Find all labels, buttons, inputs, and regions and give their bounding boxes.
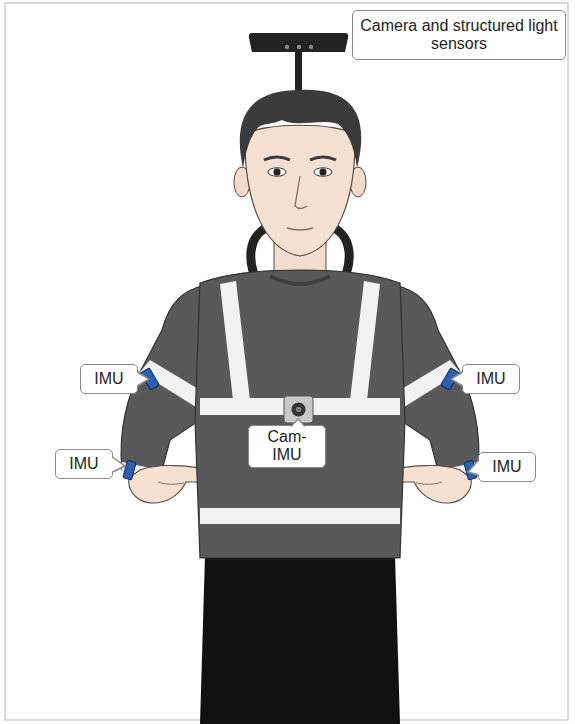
waist-strap bbox=[200, 508, 400, 524]
eye bbox=[314, 168, 332, 176]
imu-callout: IMU bbox=[55, 449, 113, 479]
imu-callout: IMU bbox=[80, 364, 138, 394]
sweater-torso bbox=[195, 270, 405, 558]
callout-pointer bbox=[138, 372, 150, 386]
chest-strap bbox=[350, 281, 380, 400]
callout-pointer bbox=[291, 419, 305, 427]
callout-pointer bbox=[451, 372, 463, 386]
sweater-neckline bbox=[270, 276, 330, 284]
callout-label: IMU bbox=[476, 370, 505, 388]
callout-label: IMU bbox=[492, 458, 521, 476]
pupil bbox=[273, 168, 280, 175]
camera-lens bbox=[285, 45, 289, 49]
eyebrow bbox=[264, 157, 290, 160]
pants bbox=[200, 555, 400, 724]
callout-pointer bbox=[111, 457, 125, 472]
head-camera-bar bbox=[249, 33, 348, 52]
imu-callout: IMU bbox=[462, 364, 520, 394]
imu-sensor bbox=[441, 368, 460, 390]
callout-pointer bbox=[468, 460, 479, 475]
chest-strap bbox=[220, 281, 250, 400]
hair bbox=[240, 90, 361, 168]
camera-lens bbox=[309, 45, 313, 49]
callout-label: IMU bbox=[94, 370, 123, 388]
imu-sensor bbox=[123, 460, 136, 480]
camera-lens-glass bbox=[296, 407, 302, 413]
callout-pointer bbox=[136, 372, 149, 386]
cam-imu-callout: Cam-IMU bbox=[248, 425, 326, 468]
imu-sensor bbox=[464, 460, 477, 480]
callout-label: Camera and structured light sensors bbox=[359, 17, 559, 54]
sensor-callout: Camera and structured light sensors bbox=[352, 10, 566, 60]
finger-line bbox=[158, 482, 184, 484]
callout-pointer bbox=[468, 460, 480, 475]
imu-sensor bbox=[141, 368, 160, 390]
callout-pointer bbox=[451, 372, 464, 386]
eyebrow bbox=[310, 157, 336, 160]
chest-camera bbox=[284, 396, 313, 423]
camera-lens bbox=[292, 403, 306, 417]
camera-lens bbox=[297, 45, 301, 49]
callout-pointer bbox=[291, 419, 305, 427]
callout-pointer bbox=[113, 457, 126, 472]
callout-label: IMU bbox=[69, 455, 98, 473]
eye bbox=[268, 168, 286, 176]
face bbox=[245, 125, 355, 256]
nose bbox=[295, 176, 307, 209]
imu-callout: IMU bbox=[478, 452, 536, 482]
mouth bbox=[287, 228, 313, 230]
pupil bbox=[319, 168, 326, 175]
callout-label: Cam-IMU bbox=[255, 428, 319, 465]
